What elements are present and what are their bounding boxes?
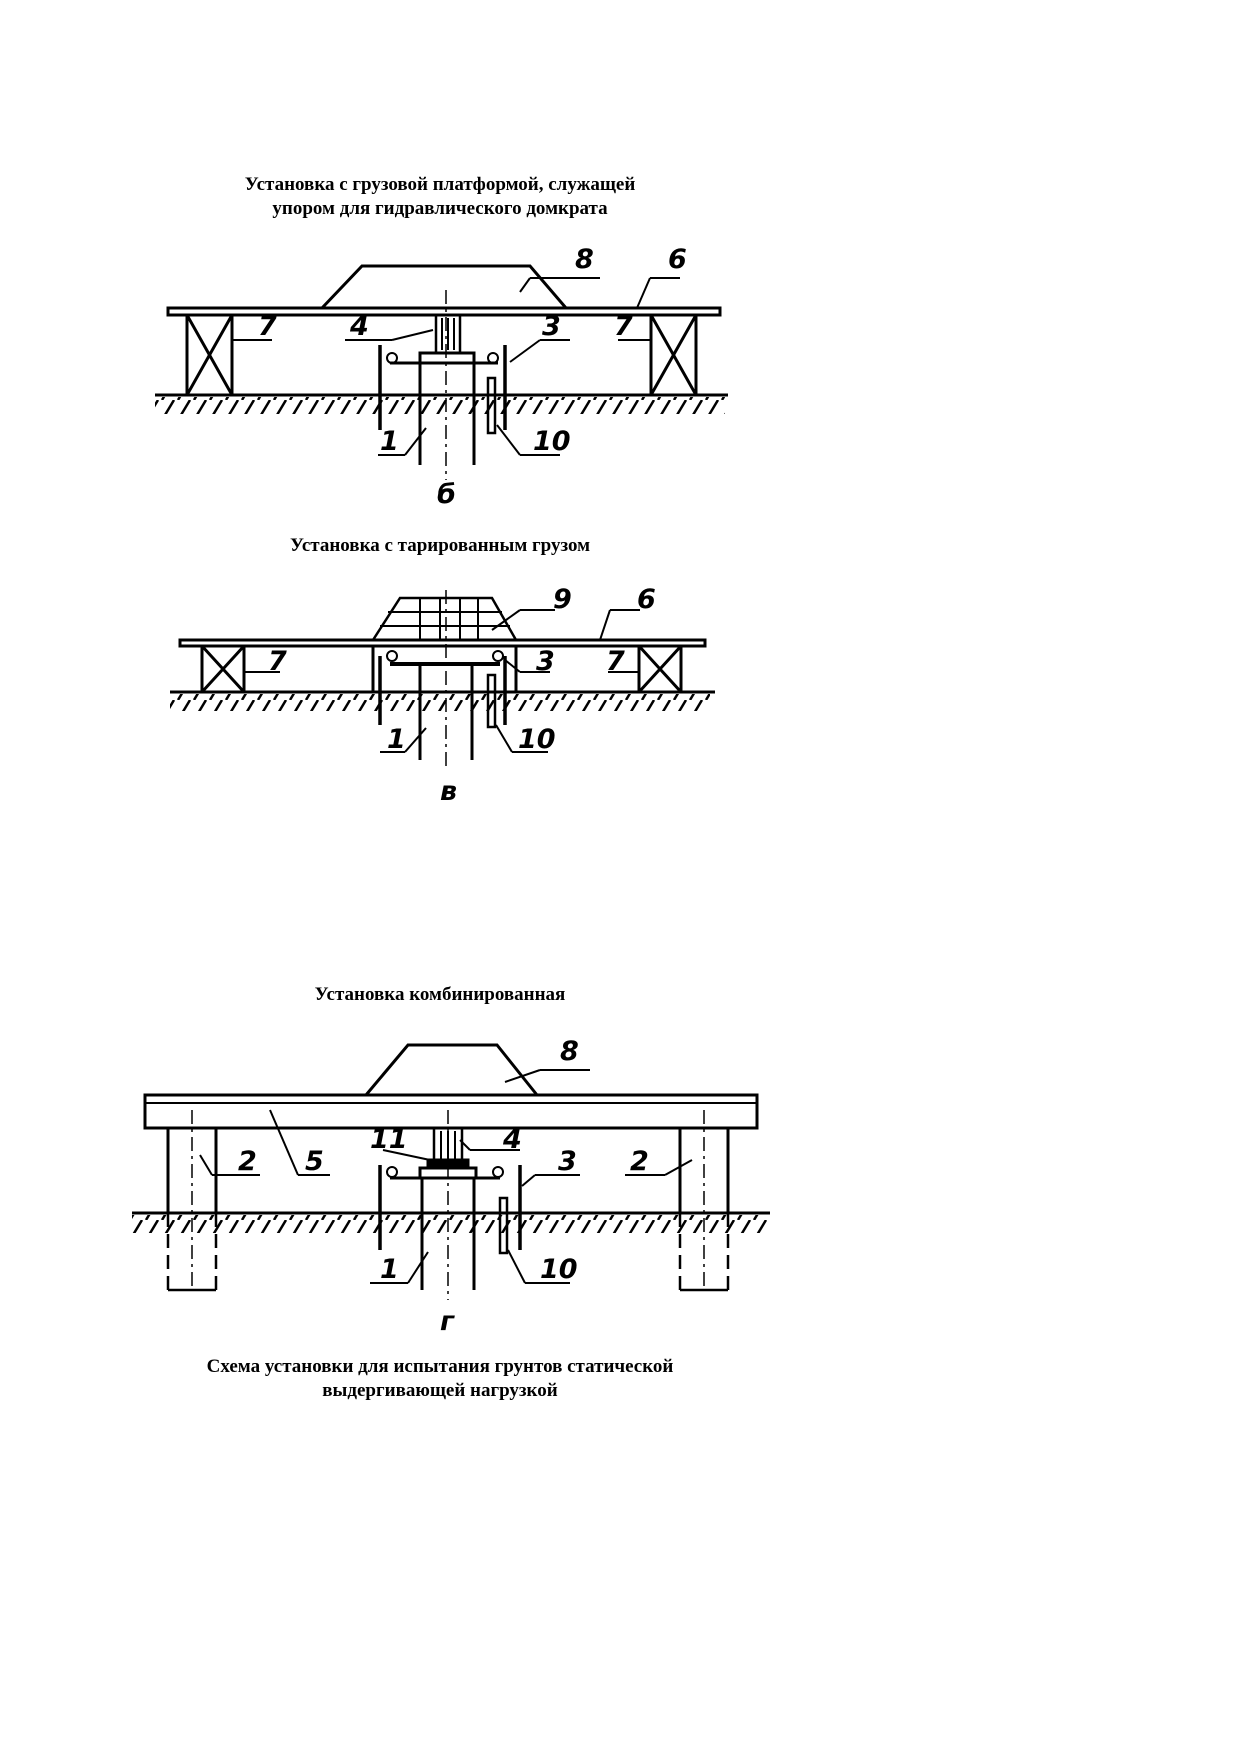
label-8: 8 bbox=[575, 244, 594, 275]
figure-v-labels: 9 6 7 7 3 1 10 в bbox=[268, 584, 656, 807]
label-11: 11 bbox=[370, 1124, 408, 1155]
label-9: 9 bbox=[553, 584, 572, 615]
label-10: 10 bbox=[540, 1254, 578, 1285]
label-5: 5 bbox=[305, 1146, 324, 1177]
figure-b-drawing bbox=[155, 264, 728, 480]
label-2-right: 2 bbox=[630, 1146, 649, 1177]
calibrated-cargo bbox=[370, 596, 519, 642]
rod-10 bbox=[486, 376, 497, 435]
figure-letter-g: г bbox=[440, 1306, 455, 1337]
label-10: 10 bbox=[518, 724, 556, 755]
label-7-right: 7 bbox=[614, 311, 633, 342]
caption-fig-b: Установка с грузовой платформой, служаще… bbox=[244, 174, 636, 219]
label-6: 6 bbox=[637, 584, 656, 615]
figure-g-drawing bbox=[132, 1043, 770, 1300]
label-4: 4 bbox=[349, 311, 369, 342]
caption-fig-v: Установка с тарированным грузом bbox=[289, 535, 591, 556]
main-beam bbox=[143, 1093, 759, 1130]
cargo-trapezoid bbox=[320, 264, 568, 310]
figure-b-labels: 8 6 7 7 4 3 1 10 б bbox=[258, 244, 687, 510]
rod-10 bbox=[498, 1196, 509, 1255]
label-6: 6 bbox=[668, 244, 687, 275]
label-3: 3 bbox=[558, 1146, 577, 1177]
cargo-trapezoid bbox=[364, 1043, 539, 1096]
label-3: 3 bbox=[542, 311, 561, 342]
rod-10 bbox=[486, 673, 497, 729]
label-7-left: 7 bbox=[268, 646, 287, 677]
label-1: 1 bbox=[380, 426, 399, 457]
caption-scheme: Схема установки для испытания грунтов ст… bbox=[206, 1356, 674, 1401]
figure-g-labels: 8 11 4 2 5 3 2 1 10 г bbox=[238, 1036, 649, 1337]
caption-fig-g: Установка комбинированная bbox=[314, 984, 566, 1005]
platform-beam bbox=[178, 638, 707, 648]
label-2-left: 2 bbox=[238, 1146, 257, 1177]
label-3: 3 bbox=[536, 646, 555, 677]
label-10: 10 bbox=[533, 426, 571, 457]
label-1: 1 bbox=[387, 724, 406, 755]
label-7-left: 7 bbox=[258, 311, 277, 342]
figure-v-drawing bbox=[170, 590, 715, 770]
label-8: 8 bbox=[560, 1036, 579, 1067]
label-4: 4 bbox=[502, 1124, 522, 1155]
label-7-right: 7 bbox=[606, 646, 625, 677]
figure-letter-v: в bbox=[440, 776, 457, 807]
label-1: 1 bbox=[380, 1254, 399, 1285]
figure-letter-b: б bbox=[437, 479, 456, 510]
